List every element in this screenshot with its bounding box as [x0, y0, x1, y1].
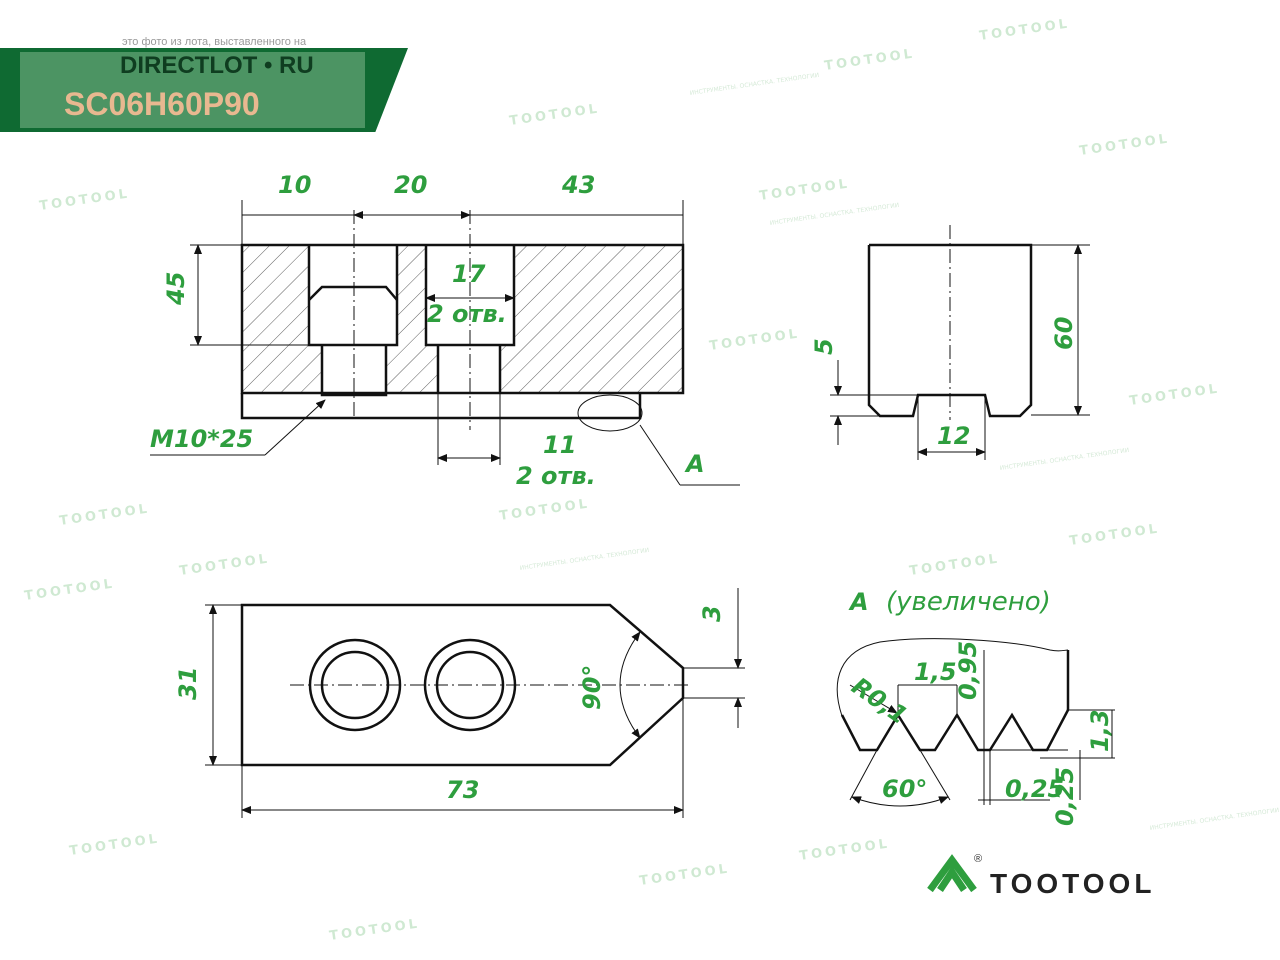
watermark-text: TOOTOOL [1068, 521, 1160, 549]
dim-flat1: 0,25 [1005, 775, 1064, 803]
watermark-text: TOOTOOL [23, 576, 115, 604]
watermark-text: TOOTOOL [58, 501, 150, 529]
watermark-text: TOOTOOL [798, 836, 890, 864]
watermark-layer: TOOTOOL TOOTOOL TOOTOOL TOOTOOL TOOTOOL … [23, 16, 1279, 944]
watermark-tagline: ИНСТРУМЕНТЫ. ОСНАСТКА. ТЕХНОЛОГИИ [769, 202, 899, 227]
directlot-banner [0, 48, 408, 132]
watermark-text: TOOTOOL [758, 176, 850, 204]
site-name: DIRECTLOT • RU [120, 52, 314, 79]
dim-73: 73 [446, 776, 479, 804]
watermark-text: TOOTOOL [508, 101, 600, 129]
watermark-text: TOOTOOL [178, 551, 270, 579]
watermark-tagline: ИНСТРУМЕНТЫ. ОСНАСТКА. ТЕХНОЛОГИИ [999, 447, 1129, 472]
dim-43: 43 [561, 171, 595, 199]
lot-note: это фото из лота, выставленного на [122, 36, 307, 48]
product-code: SC06H60P90 [64, 86, 260, 122]
dim-60deg: 60° [882, 775, 927, 803]
dim-20: 20 [394, 171, 427, 199]
logo-mark-icon [927, 854, 977, 893]
detail-a-note: (увеличено) [886, 587, 1051, 617]
dim-pitch: 1,5 [914, 658, 957, 686]
watermark-text: TOOTOOL [38, 186, 130, 214]
dim-17: 17 [452, 260, 486, 288]
watermark-text: TOOTOOL [68, 831, 160, 859]
small-hole-count: 2 отв. [516, 462, 596, 490]
brand-name: TOOTOOL [990, 868, 1156, 899]
dim-depth: 0,95 [954, 641, 982, 700]
dim-flat2: 0,25 [1051, 767, 1079, 826]
dim-5: 5 [810, 338, 838, 355]
top-view: 31 73 90° 3 [174, 588, 745, 818]
dim-10: 10 [278, 171, 311, 199]
watermark-text: TOOTOOL [498, 496, 590, 524]
dim-11: 11 [543, 431, 576, 459]
hole-count: 2 отв. [427, 300, 507, 328]
tootool-logo: ® [927, 853, 982, 893]
side-view: 60 5 12 [810, 225, 1090, 460]
watermark-text: TOOTOOL [638, 861, 730, 889]
detail-a-letter: A [848, 588, 869, 616]
detail-a: A (увеличено) R0,1 1,5 0,95 1,3 60° 0,25… [836, 587, 1115, 826]
watermark-tagline: ИНСТРУМЕНТЫ. ОСНАСТКА. ТЕХНОЛОГИИ [519, 547, 649, 572]
watermark-text: TOOTOOL [1078, 131, 1170, 159]
dim-3: 3 [698, 605, 726, 622]
watermark-text: TOOTOOL [328, 916, 420, 944]
thread-label: M10*25 [150, 425, 253, 453]
detail-a-callout: A [684, 450, 705, 478]
dim-31: 31 [174, 667, 202, 700]
dim-height: 1,3 [1086, 709, 1114, 752]
dim-60: 60 [1050, 317, 1078, 350]
watermark-text: TOOTOOL [1128, 381, 1220, 409]
front-view: 10 20 43 45 17 2 отв. M10*25 11 2 отв. A [150, 171, 740, 490]
dim-12: 12 [937, 422, 970, 450]
watermark-text: TOOTOOL [823, 46, 915, 74]
watermark-text: TOOTOOL [908, 551, 1000, 579]
watermark-tagline: ИНСТРУМЕНТЫ. ОСНАСТКА. ТЕХНОЛОГИИ [689, 72, 819, 97]
watermark-text: TOOTOOL [978, 16, 1070, 44]
watermark-tagline: ИНСТРУМЕНТЫ. ОСНАСТКА. ТЕХНОЛОГИИ [1149, 807, 1279, 832]
watermark-text: TOOTOOL [708, 326, 800, 354]
dim-45: 45 [162, 272, 190, 306]
registered-mark: ® [974, 853, 982, 865]
dim-90deg: 90° [578, 665, 606, 710]
